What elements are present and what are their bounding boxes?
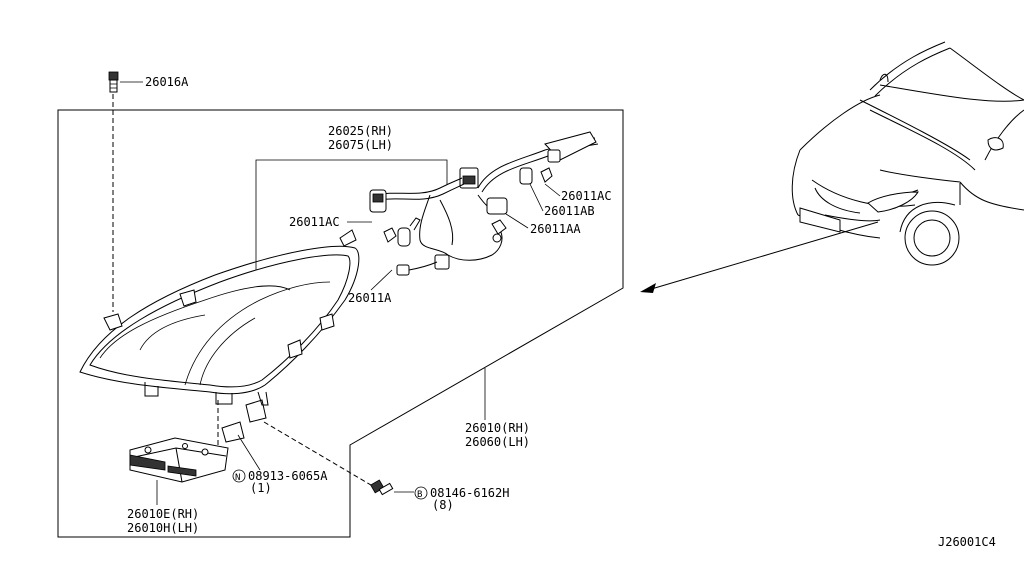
label-26011ac-left: 26011AC (289, 215, 340, 229)
label-lamp-lh: 26060(LH) (465, 435, 530, 449)
ballast-unit (129, 437, 229, 483)
wiring-harness (369, 131, 599, 276)
bolt-symbol-circle (414, 486, 428, 500)
label-bolt-code: 08146-6162H (430, 486, 509, 500)
label-nut-code: 08913-6065A (248, 469, 328, 483)
label-nut-qty: (1) (250, 481, 272, 495)
label-ballast-lh: 26010H(LH) (127, 521, 199, 535)
arrow-head (640, 283, 656, 293)
label-ballast-rh: 26010E(RH) (127, 507, 199, 521)
label-26011ab: 26011AB (544, 204, 595, 218)
figure-code: J26001C4 (938, 535, 996, 549)
callout-arrow (647, 221, 879, 291)
label-26011a: 26011A (348, 291, 392, 305)
label-26011ac-right: 26011AC (561, 189, 612, 203)
mounting-bracket (221, 399, 267, 443)
screw-26016a (108, 71, 119, 93)
bolt-symbol: B (417, 490, 422, 500)
vehicle-illustration (791, 41, 1024, 266)
label-harness-rh: 26025(RH) (328, 124, 393, 138)
headlamp-housing (79, 229, 360, 406)
assembly-frame (57, 109, 624, 538)
bolt-08146 (370, 479, 394, 496)
bulb-26011aa (491, 219, 507, 243)
nut-symbol-circle (232, 469, 246, 483)
label-bolt-qty: (8) (432, 498, 454, 512)
label-26011aa: 26011AA (530, 222, 581, 236)
label-lamp-rh: 26010(RH) (465, 421, 530, 435)
bulb-26011ac-right (519, 167, 553, 185)
nut-symbol: N (235, 473, 240, 483)
label-26016a: 26016A (145, 75, 189, 89)
label-harness-lh: 26075(LH) (328, 138, 393, 152)
bulb-26011ac-left (383, 217, 421, 247)
